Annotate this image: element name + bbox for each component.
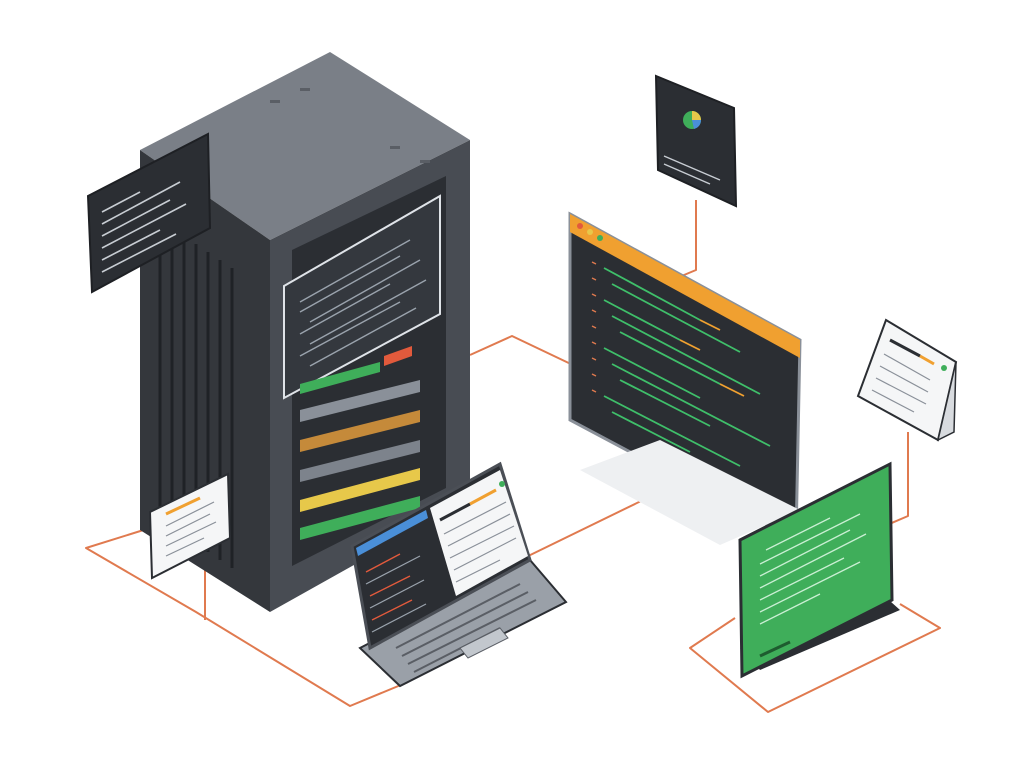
info-panel-icon bbox=[86, 132, 212, 294]
document-card-icon bbox=[148, 472, 232, 580]
laptop-icon bbox=[350, 461, 568, 688]
monitor-shadow bbox=[580, 440, 800, 545]
pie-chart-panel-icon bbox=[654, 74, 738, 208]
green-tablet-icon bbox=[738, 461, 900, 679]
code-monitor-icon bbox=[568, 211, 802, 543]
document-card-icon bbox=[856, 318, 958, 442]
server-tower-icon bbox=[140, 52, 470, 612]
